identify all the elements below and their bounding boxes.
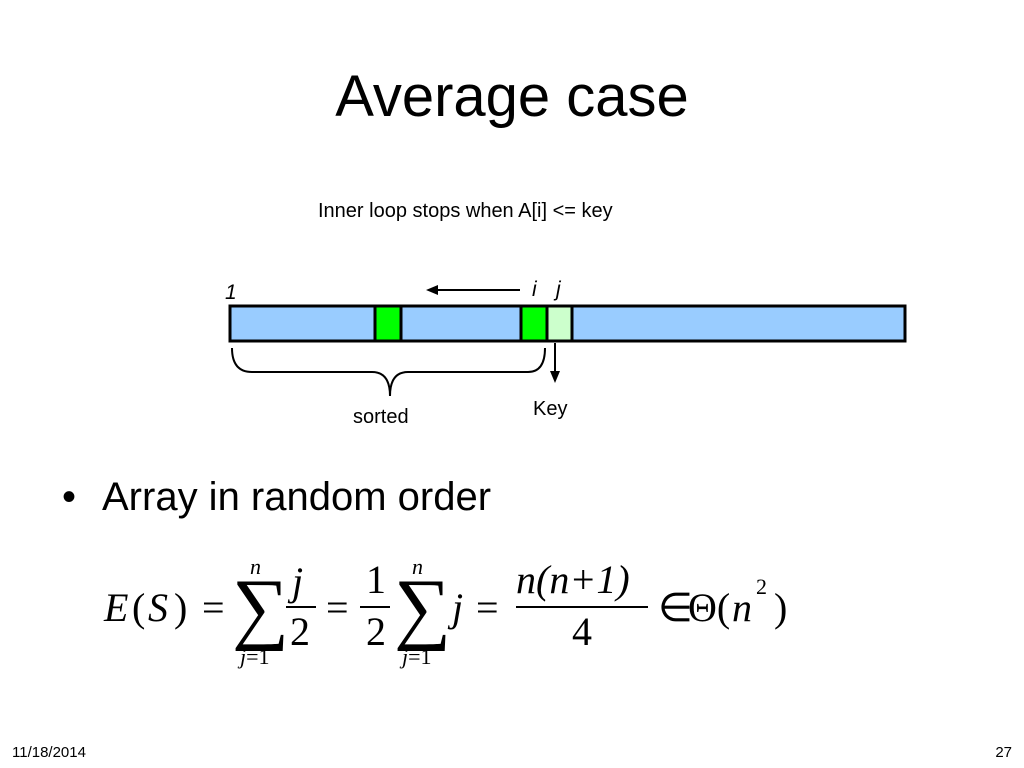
sum2-term: j (452, 585, 464, 630)
frac3-den: 4 (572, 609, 592, 654)
key-arrow-head (550, 371, 560, 383)
frac3-line (516, 606, 648, 608)
formula-eq-2: = (326, 585, 349, 630)
key-cell-j (545, 304, 574, 343)
sorted-label: sorted (353, 406, 409, 428)
frac1-num: j (292, 559, 304, 604)
element-of-icon: ∈ (658, 585, 693, 630)
sum2-lower-one: 1 (420, 644, 432, 669)
sum1-lower: j=1 (240, 646, 270, 668)
bullet-item: • Array in random order (62, 472, 491, 522)
formula-eq-1: = (202, 585, 225, 630)
sum1-lower-eq: = (246, 644, 259, 669)
bullet-text: Array in random order (102, 475, 492, 519)
bullet-dot-icon: • (62, 475, 77, 519)
theta-close: ) (774, 585, 788, 630)
scan-arrow-head (426, 285, 438, 295)
frac1-line (286, 606, 316, 608)
theta-open: Θ( (688, 585, 731, 630)
frac3-num: n(n+1) (516, 557, 630, 602)
array-diagram: 1 i j Key sorted (225, 278, 907, 428)
sum2-lower: j=1 (402, 646, 432, 668)
theta-exponent: 2 (756, 574, 767, 599)
sum1-lower-var: j (240, 644, 247, 669)
sum1-lower-one: 1 (258, 644, 270, 669)
key-label: Key (533, 398, 567, 420)
formula-S: S (148, 585, 168, 630)
index-i-label: i (532, 278, 538, 301)
sum1-upper: n (250, 554, 261, 579)
frac2-den: 2 (366, 609, 386, 654)
sorted-brace (231, 347, 546, 397)
formula-rparen: ) (174, 585, 188, 630)
frac2-line (360, 606, 390, 608)
marked-cell-i (519, 304, 549, 343)
formula-lparen: ( (132, 585, 146, 630)
diagram-caption: Inner loop stops when A[i] <= key (318, 200, 613, 222)
footer-date: 11/18/2014 (12, 744, 86, 761)
marked-cell-left (373, 304, 403, 343)
formula-eq-3: = (476, 585, 499, 630)
sum1-sigma-icon: ∑ (232, 564, 290, 652)
frac2-num: 1 (366, 557, 386, 602)
frac1-den: 2 (290, 609, 310, 654)
index-one-label: 1 (225, 281, 237, 304)
theta-n: n (732, 585, 752, 630)
sum2-upper: n (412, 554, 423, 579)
formula-E: E (104, 585, 129, 630)
slide-title: Average case (335, 64, 689, 129)
index-j-label: j (553, 278, 562, 301)
footer-page-number: 27 (995, 744, 1012, 761)
sum2-lower-var: j (402, 644, 409, 669)
sum2-sigma-icon: ∑ (394, 564, 452, 652)
sum2-lower-eq: = (408, 644, 421, 669)
